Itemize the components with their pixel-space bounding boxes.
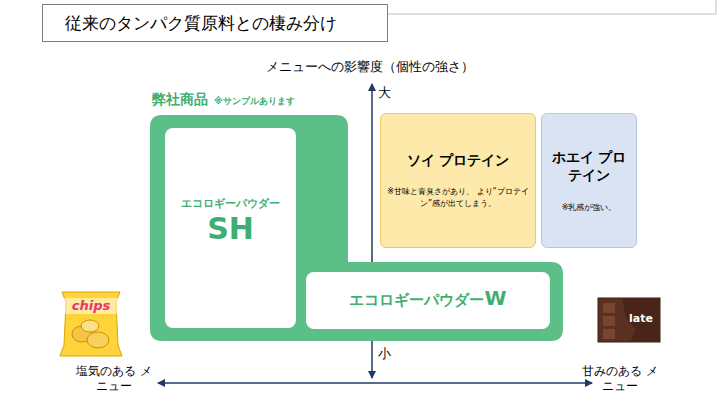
chips-bag — [60, 292, 122, 356]
product-box: エコロギーパウダーSH — [165, 128, 296, 328]
header-rule — [716, 0, 717, 14]
whey-protein-box: ホエイ プロテイン ※乳感が強い。 — [541, 113, 637, 248]
product-box: エコロギーパウダーW — [306, 272, 550, 329]
axis-end-label: 大 — [378, 84, 398, 102]
node-title: ホエイ プロテイン — [546, 148, 632, 184]
group-title: 弊社商品 — [152, 91, 208, 109]
node-note: ※乳感が強い。 — [562, 202, 617, 213]
axis-end-label: 小 — [378, 345, 398, 363]
node-title: ソイ プロテイン — [407, 152, 510, 170]
node-title: 従来のタンパク質原料との棲み分け — [65, 12, 337, 35]
node-note: ※甘味と青臭さがあり、 より“プロテイン”感が出てしまう。 — [387, 186, 529, 208]
node-title: エコロギーパウダー — [349, 291, 484, 310]
axis-end-label: 甘みのある メニュー — [580, 364, 660, 394]
horizontal-axis — [158, 382, 592, 384]
soy-protein-box: ソイ プロテイン ※甘味と青臭さがあり、 より“プロテイン”感が出てしまう。 — [380, 113, 536, 248]
axis-end-label: 塩気のある メニュー — [74, 364, 154, 394]
node-note: SH — [207, 211, 254, 247]
title-box: 従来のタンパク質原料との棲み分け — [42, 4, 388, 42]
chocolate-bar — [598, 298, 660, 342]
header-rule — [388, 14, 716, 15]
node-note: W — [484, 286, 506, 310]
chocolate-text: late — [624, 312, 658, 325]
group-note: ※サンプルあります — [214, 95, 295, 108]
chips-text: chips — [64, 298, 118, 313]
group-heading: 弊社商品 ※サンプルあります — [152, 91, 295, 109]
axis-title: メニューへの影響度（個性の強さ） — [230, 58, 510, 76]
node-title: エコロギーパウダー — [181, 196, 280, 211]
